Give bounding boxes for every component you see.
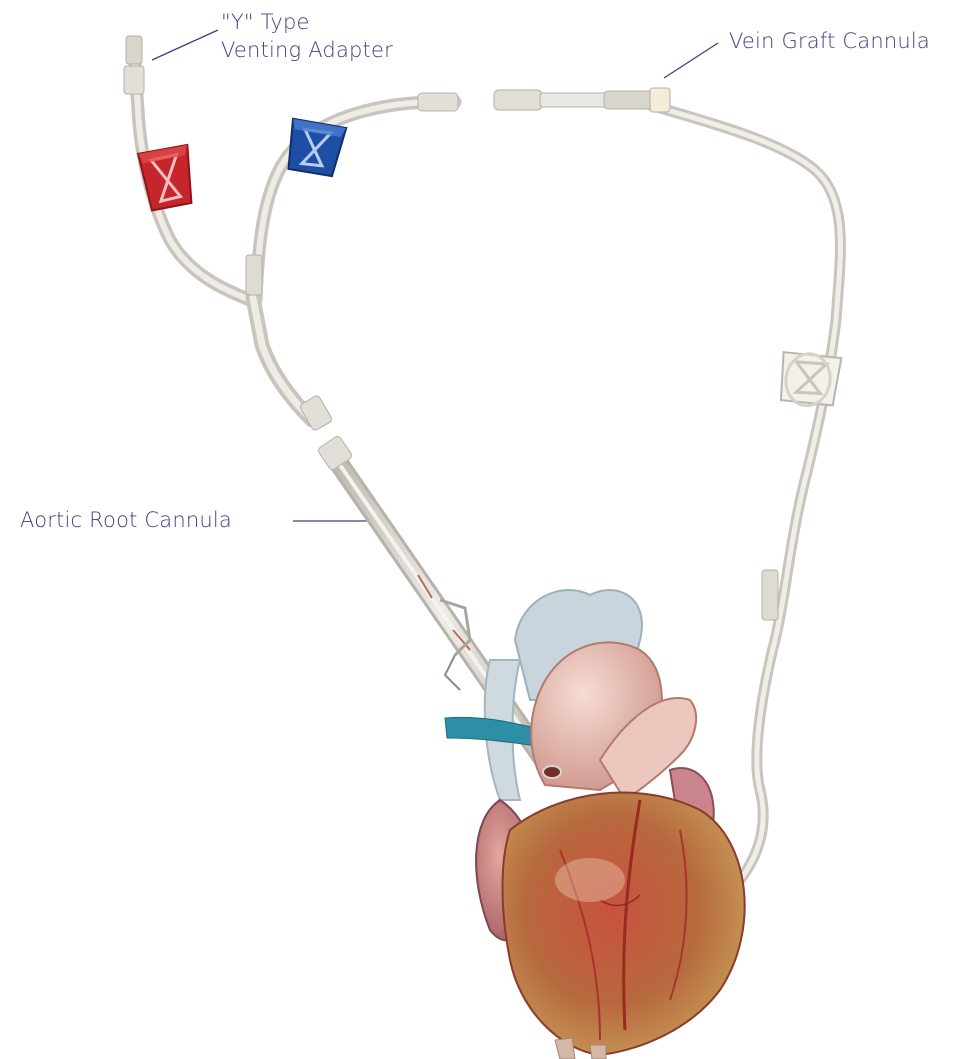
red-clamp-icon bbox=[138, 145, 196, 211]
vein-graft-connectors bbox=[494, 88, 778, 620]
leader-line-vein-graft bbox=[664, 43, 718, 78]
y-adapter-label: "Y" Type Venting Adapter bbox=[221, 8, 393, 64]
vein-graft-label: Vein Graft Cannula bbox=[729, 27, 930, 55]
blue-clamp-icon bbox=[283, 117, 347, 179]
aortic-root-label: Aortic Root Cannula bbox=[20, 506, 232, 534]
y-adapter-tubing bbox=[134, 50, 455, 420]
y-adapter-label-line2: Venting Adapter bbox=[221, 36, 393, 64]
heart-illustration bbox=[445, 590, 745, 1059]
y-adapter-label-line1: "Y" Type bbox=[221, 8, 393, 36]
leader-line-y-adapter bbox=[152, 30, 218, 60]
white-clamp-icon bbox=[777, 350, 842, 410]
aortic-root-cannula bbox=[317, 435, 552, 772]
